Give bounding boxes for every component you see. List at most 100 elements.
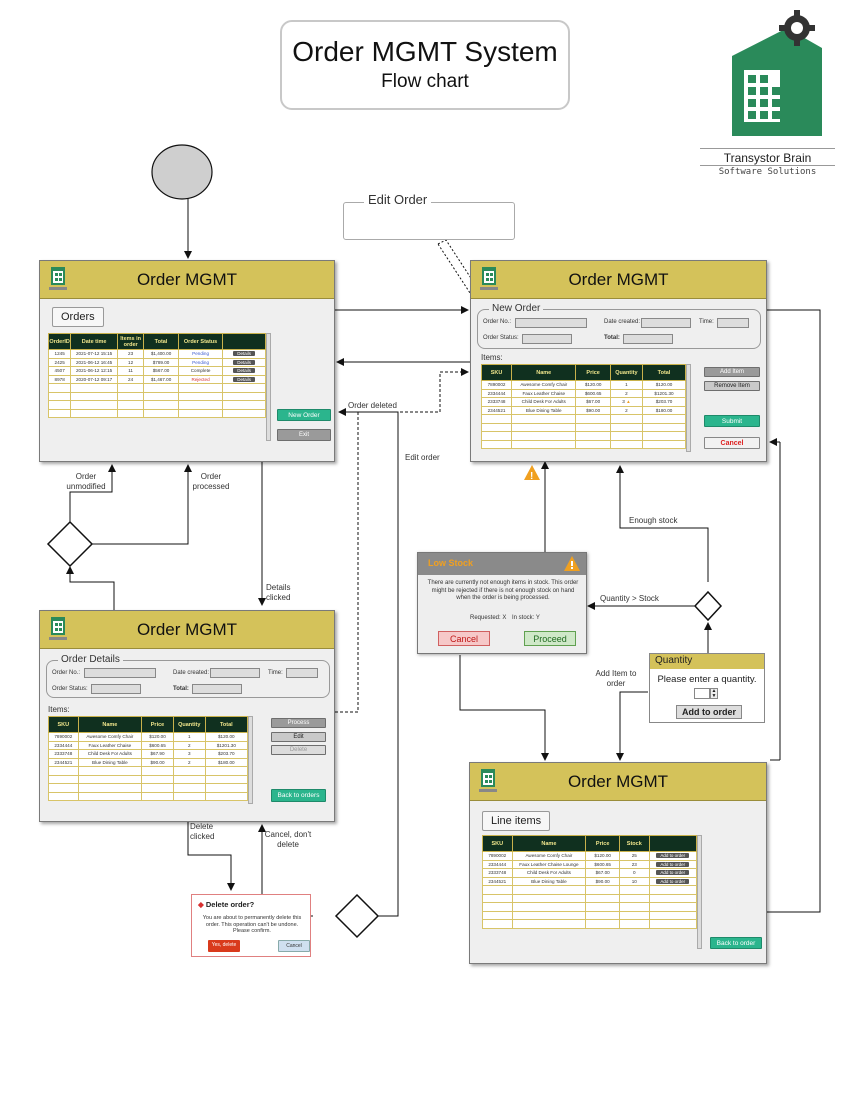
order-no-field[interactable] bbox=[515, 318, 587, 328]
quantity-prompt: Please enter a quantity. bbox=[657, 674, 757, 685]
cell: 2334444 bbox=[480, 388, 513, 398]
col-header: Price bbox=[575, 364, 611, 381]
scrollbar[interactable] bbox=[248, 716, 253, 804]
cell: Child Desk For Adults bbox=[511, 868, 587, 878]
edit-button[interactable]: Edit bbox=[271, 732, 326, 742]
label-cancel-dont-delete: Cancel, don't delete bbox=[264, 830, 312, 849]
order-status-field[interactable] bbox=[91, 684, 141, 694]
cell: $1,467.00 bbox=[143, 374, 179, 384]
label-details-clicked: Details clicked bbox=[266, 583, 291, 602]
status-cell: Pending bbox=[177, 349, 224, 359]
remove-item-button[interactable]: Remove Item bbox=[704, 381, 760, 391]
cell: 2020-07-12 09:17 bbox=[70, 374, 118, 384]
add-to-order-button[interactable]: Add to order bbox=[656, 861, 690, 867]
back-to-order-button[interactable]: Back to order bbox=[710, 937, 762, 949]
add-to-order-button[interactable]: Add to order bbox=[656, 853, 690, 859]
new-order-fieldset bbox=[477, 309, 761, 349]
dialog-message: You are about to permanently delete this… bbox=[202, 915, 302, 934]
add-to-order-button[interactable]: Add to order bbox=[676, 705, 742, 719]
table-row bbox=[48, 791, 249, 801]
cell: 2333748 bbox=[482, 868, 513, 878]
order-details-fieldset bbox=[46, 660, 330, 698]
cell: 7890002 bbox=[48, 732, 79, 742]
scrollbar[interactable] bbox=[697, 835, 702, 949]
add-to-order-button[interactable]: Add to order bbox=[656, 870, 690, 876]
order-status-field[interactable] bbox=[522, 334, 572, 344]
label-edit-order: Edit order bbox=[405, 453, 440, 462]
time-field[interactable] bbox=[717, 318, 749, 328]
table-row bbox=[48, 766, 249, 776]
details-button[interactable]: Details bbox=[233, 359, 256, 365]
cell: $67.00 bbox=[585, 868, 621, 878]
status-cell: Pending bbox=[177, 357, 224, 367]
new-order-button[interactable]: New Order bbox=[277, 409, 331, 421]
date-created-field[interactable] bbox=[210, 668, 260, 678]
order-no-field[interactable] bbox=[84, 668, 156, 678]
back-to-orders-button[interactable]: Back to orders bbox=[271, 789, 326, 802]
cancel-button[interactable]: Cancel bbox=[438, 631, 490, 646]
quantity-input[interactable] bbox=[694, 688, 710, 699]
status-text: Complete bbox=[190, 368, 211, 374]
cell: 1 bbox=[172, 732, 206, 742]
window-header: Order MGMT bbox=[470, 763, 766, 801]
details-button[interactable]: Details bbox=[233, 368, 256, 374]
total-field[interactable] bbox=[623, 334, 673, 344]
cell: 2 bbox=[172, 757, 206, 767]
col-header: Price bbox=[141, 716, 174, 733]
process-button[interactable]: Process bbox=[271, 718, 326, 728]
scrollbar[interactable] bbox=[266, 333, 271, 441]
window-title: Order MGMT bbox=[567, 772, 669, 791]
status-text: Pending bbox=[192, 351, 209, 357]
total-field[interactable] bbox=[192, 684, 242, 694]
scrollbar[interactable] bbox=[686, 364, 691, 452]
window-header: Order MGMT bbox=[40, 261, 334, 299]
details-button[interactable]: Details bbox=[233, 376, 256, 382]
spinner-icon[interactable]: ▲▼ bbox=[710, 688, 718, 699]
add-item-button[interactable]: Add Item bbox=[704, 367, 760, 377]
cell: 1 bbox=[609, 380, 644, 390]
cell: 2333748 bbox=[480, 397, 513, 407]
label-order-deleted: Order deleted bbox=[348, 401, 397, 410]
cancel-delete-button[interactable]: Cancel bbox=[278, 940, 310, 952]
exit-button[interactable]: Exit bbox=[277, 429, 331, 441]
cell: 2344521 bbox=[480, 405, 513, 415]
dialog-title: Quantity bbox=[650, 654, 764, 669]
col-header: Name bbox=[511, 835, 587, 852]
building-logo-icon bbox=[480, 267, 498, 290]
confirm-delete-button[interactable]: Yes, delete bbox=[208, 940, 240, 952]
details-button[interactable]: Details bbox=[233, 351, 256, 357]
time-field[interactable] bbox=[286, 668, 318, 678]
add-to-order-button[interactable]: Add to order bbox=[656, 878, 690, 884]
cell: Blue Dining Table bbox=[511, 876, 587, 886]
order-details-window: Order MGMT Order Details Order No.: Date… bbox=[39, 610, 335, 822]
cancel-button[interactable]: Cancel bbox=[704, 437, 760, 449]
delete-button[interactable]: Delete bbox=[271, 745, 326, 755]
cell: $90.00 bbox=[575, 405, 611, 415]
cell: $120.00 bbox=[585, 851, 621, 861]
date-created-field[interactable] bbox=[641, 318, 691, 328]
delete-order-dialog: ◆ Delete order? You are about to permane… bbox=[191, 894, 311, 957]
proceed-button[interactable]: Proceed bbox=[524, 631, 576, 646]
table-row bbox=[48, 774, 249, 784]
submit-button[interactable]: Submit bbox=[704, 415, 760, 427]
quantity-dialog: Quantity Please enter a quantity. ▲▼ Add… bbox=[649, 653, 765, 723]
cell: 8978 bbox=[47, 374, 72, 384]
cell: $120.00 bbox=[141, 732, 174, 742]
